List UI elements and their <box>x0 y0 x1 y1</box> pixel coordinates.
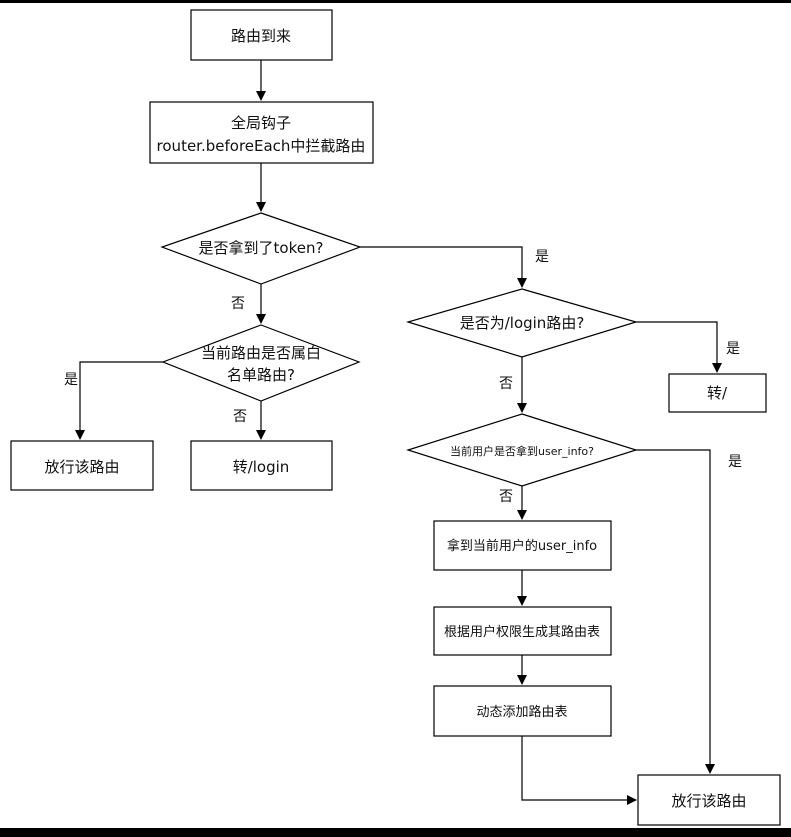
label-get-user-info: 拿到当前用户的user_info <box>447 538 597 554</box>
edge-label-userinfo-yes: 是 <box>728 454 742 470</box>
edge-add-to-allow <box>521 736 637 805</box>
bottom-border <box>0 828 791 837</box>
label-has-user-info: 当前用户是否拿到user_info? <box>450 444 594 458</box>
node-route-arrives <box>190 9 333 61</box>
label-goto-root: 转/ <box>707 384 728 402</box>
nodes <box>10 9 781 826</box>
edge-label-token-no: 否 <box>231 296 245 312</box>
edge-label-whitelist-no: 否 <box>233 409 247 425</box>
node-goto-root <box>668 373 767 413</box>
node-whitelist <box>161 324 361 402</box>
edge-label-whitelist-yes: 是 <box>64 372 78 388</box>
edge-label-userinfo-no: 否 <box>499 489 513 505</box>
label-route-arrives: 路由到来 <box>231 27 291 45</box>
edge-token-yes <box>360 246 527 288</box>
node-add-routes <box>433 685 612 737</box>
edge-label-login-no: 否 <box>499 376 513 392</box>
label-has-token: 是否拿到了token? <box>199 239 324 257</box>
node-labels: 路由到来 全局钩子 router.beforeEach中拦截路由 是否拿到了to… <box>44 27 746 810</box>
edge-label-login-yes: 是 <box>726 341 740 357</box>
edge-labels: 是 否 是 否 是 否 是 否 <box>64 249 742 505</box>
label-add-routes: 动态添加路由表 <box>476 704 567 720</box>
node-allow-left <box>10 440 154 491</box>
node-global-hook <box>149 101 374 164</box>
node-gen-routes <box>433 606 612 656</box>
label-allow-right: 放行该路由 <box>671 792 746 810</box>
node-has-user-info <box>406 413 638 487</box>
label-global-hook-line1: 全局钩子 <box>231 114 291 132</box>
node-goto-login <box>190 440 333 491</box>
label-global-hook-line2: router.beforeEach中拦截路由 <box>157 137 366 155</box>
label-whitelist-line1: 当前路由是否属白 <box>201 344 321 362</box>
label-gen-routes: 根据用户权限生成其路由表 <box>444 624 600 640</box>
label-goto-login: 转/login <box>233 458 290 476</box>
label-whitelist-line2: 名单路由? <box>227 366 295 384</box>
label-is-login-route: 是否为/login路由? <box>460 314 585 332</box>
edge-label-token-yes: 是 <box>535 249 549 265</box>
node-get-user-info <box>433 520 612 571</box>
node-is-login-route <box>405 288 639 358</box>
node-has-token <box>160 212 362 285</box>
label-allow-left: 放行该路由 <box>44 458 119 476</box>
top-border <box>0 0 791 3</box>
node-allow-right <box>637 774 781 826</box>
edge-userinfo-yes <box>636 449 715 774</box>
edge-login-yes <box>636 321 722 373</box>
edges <box>75 60 722 805</box>
edge-whitelist-yes <box>75 361 163 440</box>
